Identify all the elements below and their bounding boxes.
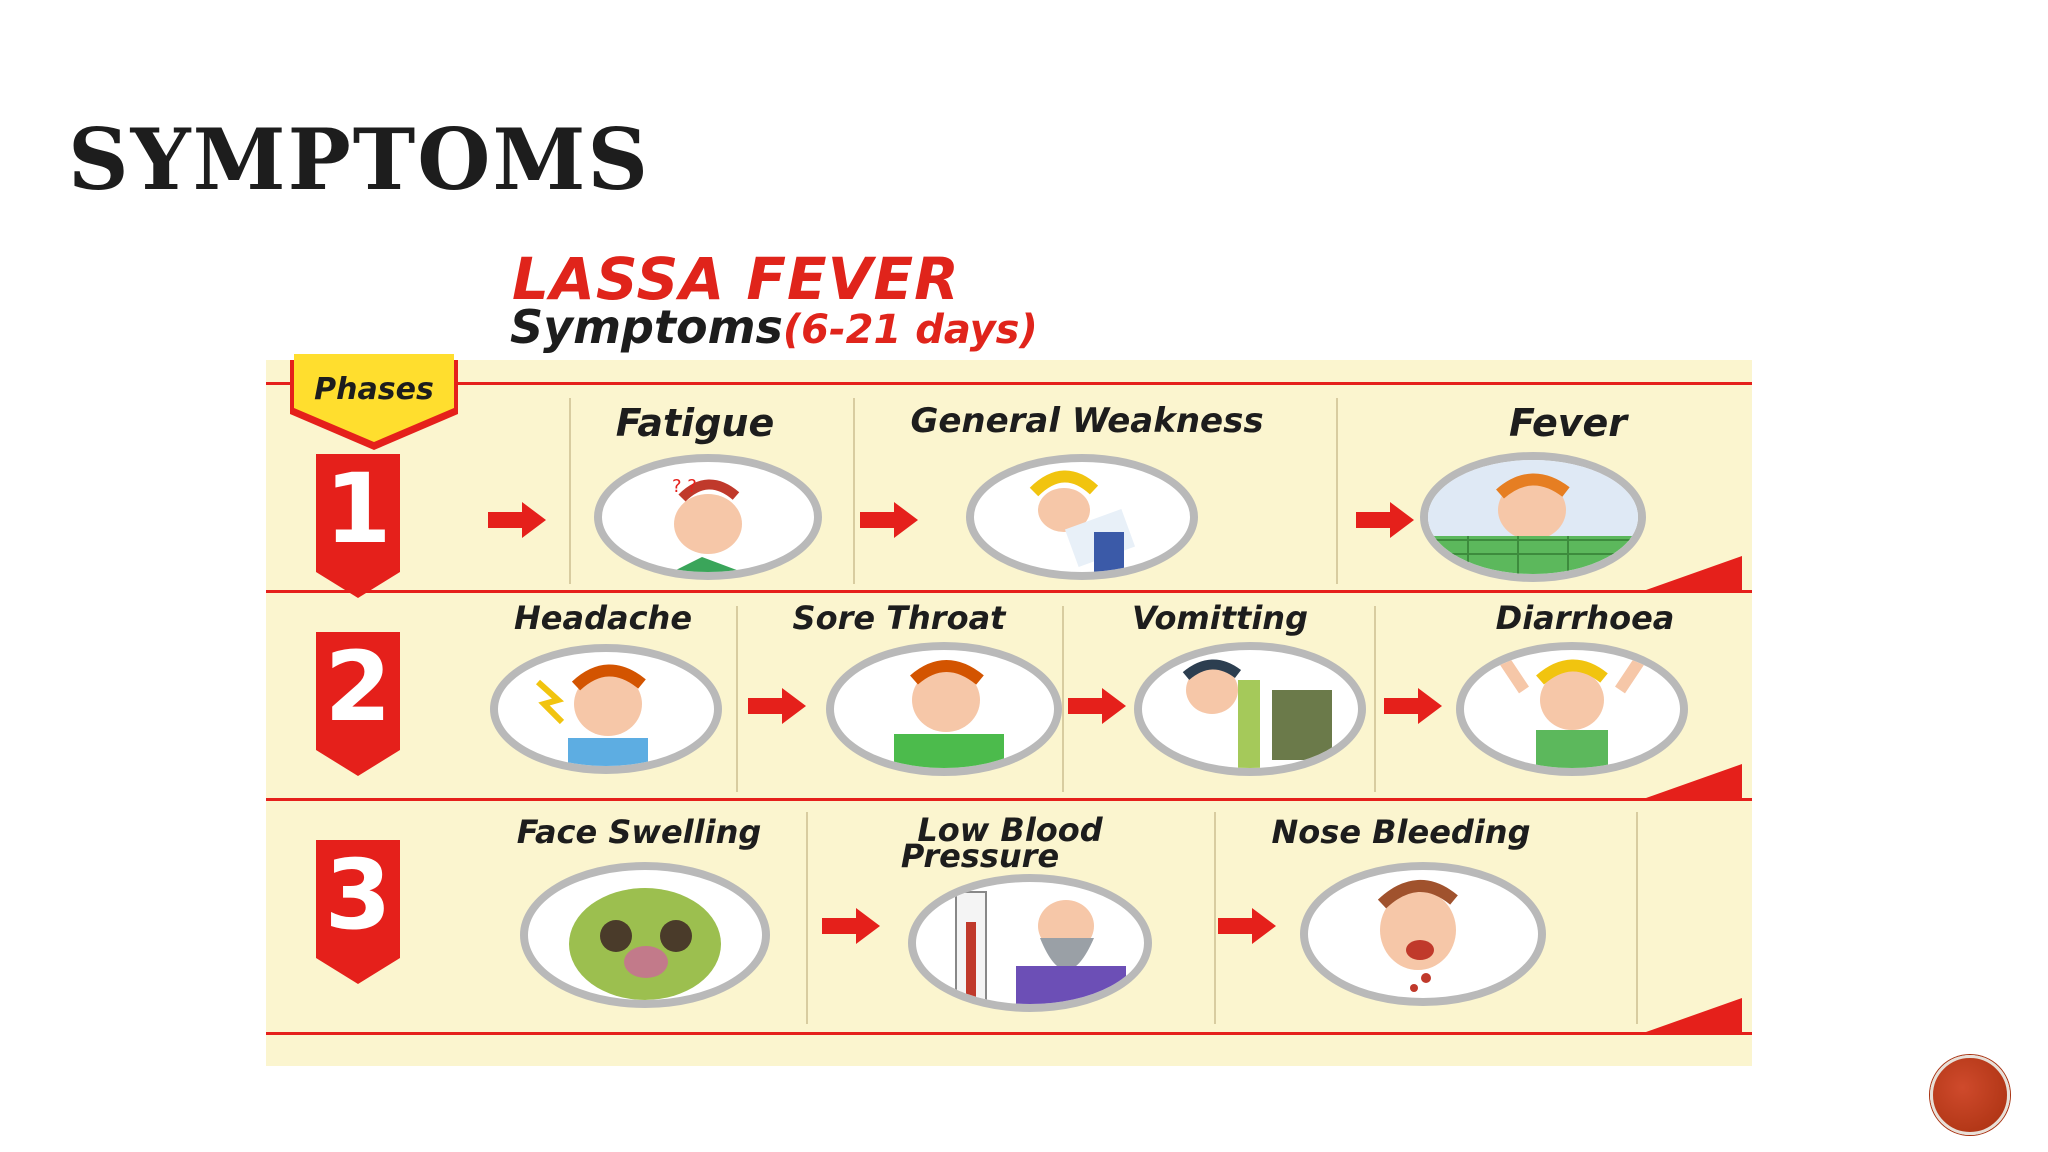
symptom-label: Fatigue (615, 401, 775, 445)
symptom-cell-face-swelling: Face Swelling (476, 802, 802, 1028)
symptom-cell-fatigue: Fatigue ? ? (570, 396, 822, 586)
row-divider-line (266, 1032, 1752, 1035)
cell-divider (853, 398, 855, 584)
phase-number: 3 (324, 839, 392, 951)
arrow-right-icon (488, 502, 546, 538)
cell-divider (736, 606, 738, 792)
symptom-cell-sore-throat: Sore Throat (738, 592, 1062, 796)
diarrhoea-illustration (1456, 642, 1688, 776)
face-swelling-illustration (520, 862, 770, 1008)
vomitting-illustration (1134, 642, 1366, 776)
symptom-label: Face Swelling (516, 813, 762, 851)
symptom-cell-vomitting: Vomitting (1064, 592, 1376, 796)
symptom-label: Diarrhoea (1495, 599, 1675, 637)
symptom-label: Sore Throat (792, 599, 1006, 637)
symptom-cell-nose-bleeding: Nose Bleeding (1216, 802, 1586, 1028)
phase-row-2: 2 Headache Sore Throat Vomitting (266, 592, 1752, 802)
phases-label: Phases (314, 372, 434, 407)
symptoms-panel: 1 Fatigue ? ? General Weakness Feve (266, 360, 1752, 1066)
nose-bleeding-illustration (1300, 862, 1546, 1006)
symptom-cell-low-blood-pressure: Low Blood Pressure (808, 802, 1212, 1028)
page-number-badge (1930, 1055, 2010, 1135)
phase-badge-shape (316, 454, 400, 598)
symptom-cell-diarrhoea: Diarrhoea (1376, 592, 1734, 796)
lassa-fever-infographic: LASSA FEVER Symptoms(6-21 days) 1 Fatigu… (266, 250, 1752, 1066)
row-divider-line (266, 590, 1752, 593)
arrow-right-icon (1218, 908, 1276, 944)
symptom-label: Fever (1508, 401, 1628, 445)
symptom-label-line2: Pressure (900, 837, 1060, 875)
cell-divider (1636, 812, 1638, 1024)
phases-tag: Phases (284, 354, 464, 452)
symptom-cell-headache: Headache (476, 592, 730, 796)
row-divider-line (266, 798, 1752, 801)
corner-triangle (1646, 764, 1742, 798)
phase-row-3: 3 Face Swelling Low Blood Pressure Nose (266, 802, 1752, 1066)
sore-throat-illustration (826, 642, 1062, 776)
infographic-title: LASSA FEVER (512, 245, 960, 313)
fatigue-illustration: ? ? (594, 454, 822, 580)
cell-divider (1062, 606, 1064, 792)
fever-illustration (1420, 452, 1646, 582)
subtitle-text: Symptoms (510, 300, 783, 354)
symptom-label: Headache (513, 599, 693, 637)
row-divider-line (266, 382, 1752, 385)
headache-illustration (490, 644, 722, 774)
symptom-label: Vomitting (1132, 599, 1308, 637)
arrow-right-icon (822, 908, 880, 944)
phase-number: 1 (324, 453, 392, 565)
infographic-subtitle: Symptoms(6-21 days) (510, 304, 1038, 350)
arrow-right-icon (748, 688, 806, 724)
corner-triangle (1646, 556, 1742, 590)
symptom-label: Nose Bleeding (1271, 813, 1531, 851)
general-weakness-illustration (966, 454, 1198, 580)
cell-divider (1374, 606, 1376, 792)
arrow-right-icon (1356, 502, 1414, 538)
phase-row-1: 1 Fatigue ? ? General Weakness Feve (266, 360, 1752, 598)
arrow-right-icon (1384, 688, 1442, 724)
phases-tag-shape (290, 354, 458, 450)
cell-divider (1214, 812, 1216, 1024)
symptom-cell-general-weakness: General Weakness (854, 396, 1320, 586)
symptom-label: General Weakness (910, 401, 1264, 441)
phase-badge-shape (316, 840, 400, 984)
duration-text: (6-21 days) (782, 307, 1038, 353)
cell-divider (806, 812, 808, 1024)
slide-title: SYMPTOMS (68, 110, 651, 209)
phase-badge-shape (316, 632, 400, 776)
symptom-label-line1: Low Blood (917, 811, 1103, 849)
phase-number-badge: 1 (316, 454, 400, 598)
cell-divider (1336, 398, 1338, 584)
corner-triangle (1646, 998, 1742, 1032)
cell-divider (569, 398, 571, 584)
phase-number-badge: 3 (316, 840, 400, 984)
arrow-right-icon (1068, 688, 1126, 724)
symptom-cell-fever: Fever (1338, 396, 1734, 586)
svg-text:? ?: ? ? (672, 476, 697, 497)
phase-number: 2 (324, 631, 392, 743)
arrow-right-icon (860, 502, 918, 538)
phase-number-badge: 2 (316, 632, 400, 776)
low-blood-pressure-illustration (908, 874, 1152, 1012)
